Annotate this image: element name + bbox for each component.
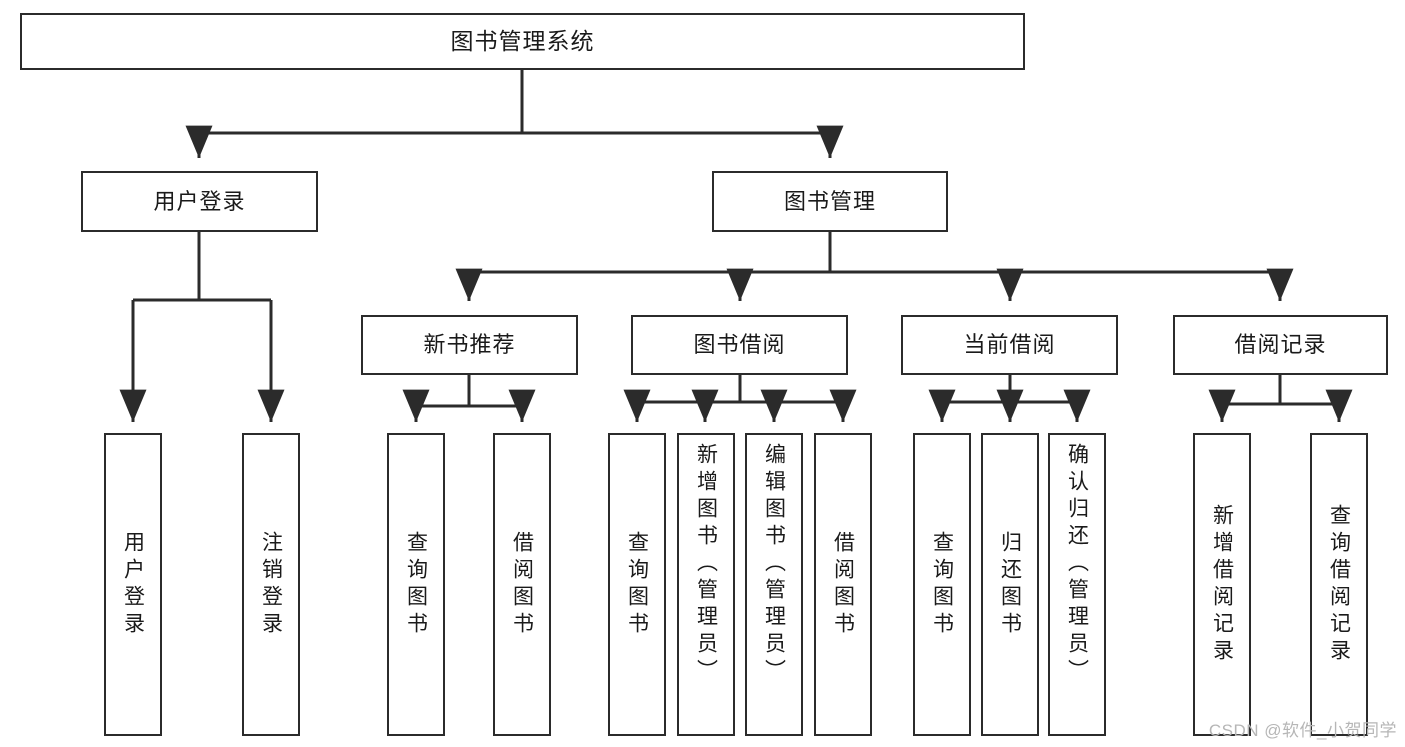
node-leaf-borrow-book-1[interactable]: 借阅图书 xyxy=(493,433,551,736)
node-book-manage[interactable]: 图书管理 xyxy=(712,171,948,232)
node-leaf-borrow-book-2-label: 借阅图书 xyxy=(831,530,855,639)
node-leaf-query-book-2-label: 查询图书 xyxy=(625,530,649,639)
node-leaf-query-record[interactable]: 查询借阅记录 xyxy=(1310,433,1368,736)
node-leaf-user-login-label: 用户登录 xyxy=(121,530,145,639)
node-book-borrow-label: 图书借阅 xyxy=(693,332,786,358)
node-user-login-label: 用户登录 xyxy=(153,188,246,214)
node-leaf-confirm-return-label: 确认归还（管理员） xyxy=(1065,443,1089,686)
node-user-login[interactable]: 用户登录 xyxy=(81,171,318,232)
node-leaf-confirm-return[interactable]: 确认归还（管理员） xyxy=(1048,433,1106,736)
node-leaf-borrow-book-2[interactable]: 借阅图书 xyxy=(814,433,872,736)
node-leaf-add-record[interactable]: 新增借阅记录 xyxy=(1193,433,1251,736)
node-leaf-add-book-label: 新增图书（管理员） xyxy=(694,443,718,686)
node-borrow-record[interactable]: 借阅记录 xyxy=(1173,315,1388,375)
node-new-book-rec[interactable]: 新书推荐 xyxy=(361,315,578,375)
node-leaf-borrow-book-1-label: 借阅图书 xyxy=(510,530,534,639)
node-borrow-record-label: 借阅记录 xyxy=(1234,332,1327,358)
node-root[interactable]: 图书管理系统 xyxy=(20,13,1025,70)
node-leaf-user-login[interactable]: 用户登录 xyxy=(104,433,162,736)
node-leaf-add-book[interactable]: 新增图书（管理员） xyxy=(677,433,735,736)
watermark: CSDN @软件_小贺同学 xyxy=(1208,721,1397,740)
node-leaf-logout-label: 注销登录 xyxy=(259,530,283,639)
node-book-manage-label: 图书管理 xyxy=(783,188,876,214)
node-leaf-query-book-3[interactable]: 查询图书 xyxy=(913,433,971,736)
node-leaf-logout[interactable]: 注销登录 xyxy=(242,433,300,736)
node-leaf-add-record-label: 新增借阅记录 xyxy=(1210,503,1234,666)
node-leaf-query-book-1[interactable]: 查询图书 xyxy=(387,433,445,736)
node-leaf-query-book-1-label: 查询图书 xyxy=(404,530,428,639)
node-new-book-rec-label: 新书推荐 xyxy=(423,332,516,358)
node-leaf-query-record-label: 查询借阅记录 xyxy=(1327,503,1351,666)
node-leaf-return-book[interactable]: 归还图书 xyxy=(981,433,1039,736)
node-leaf-return-book-label: 归还图书 xyxy=(998,530,1022,639)
node-current-borrow-label: 当前借阅 xyxy=(963,332,1056,358)
node-current-borrow[interactable]: 当前借阅 xyxy=(901,315,1118,375)
node-leaf-edit-book-label: 编辑图书（管理员） xyxy=(762,443,786,686)
node-leaf-query-book-3-label: 查询图书 xyxy=(930,530,954,639)
node-book-borrow[interactable]: 图书借阅 xyxy=(631,315,848,375)
node-root-label: 图书管理系统 xyxy=(450,27,595,54)
node-leaf-query-book-2[interactable]: 查询图书 xyxy=(608,433,666,736)
node-leaf-edit-book[interactable]: 编辑图书（管理员） xyxy=(745,433,803,736)
